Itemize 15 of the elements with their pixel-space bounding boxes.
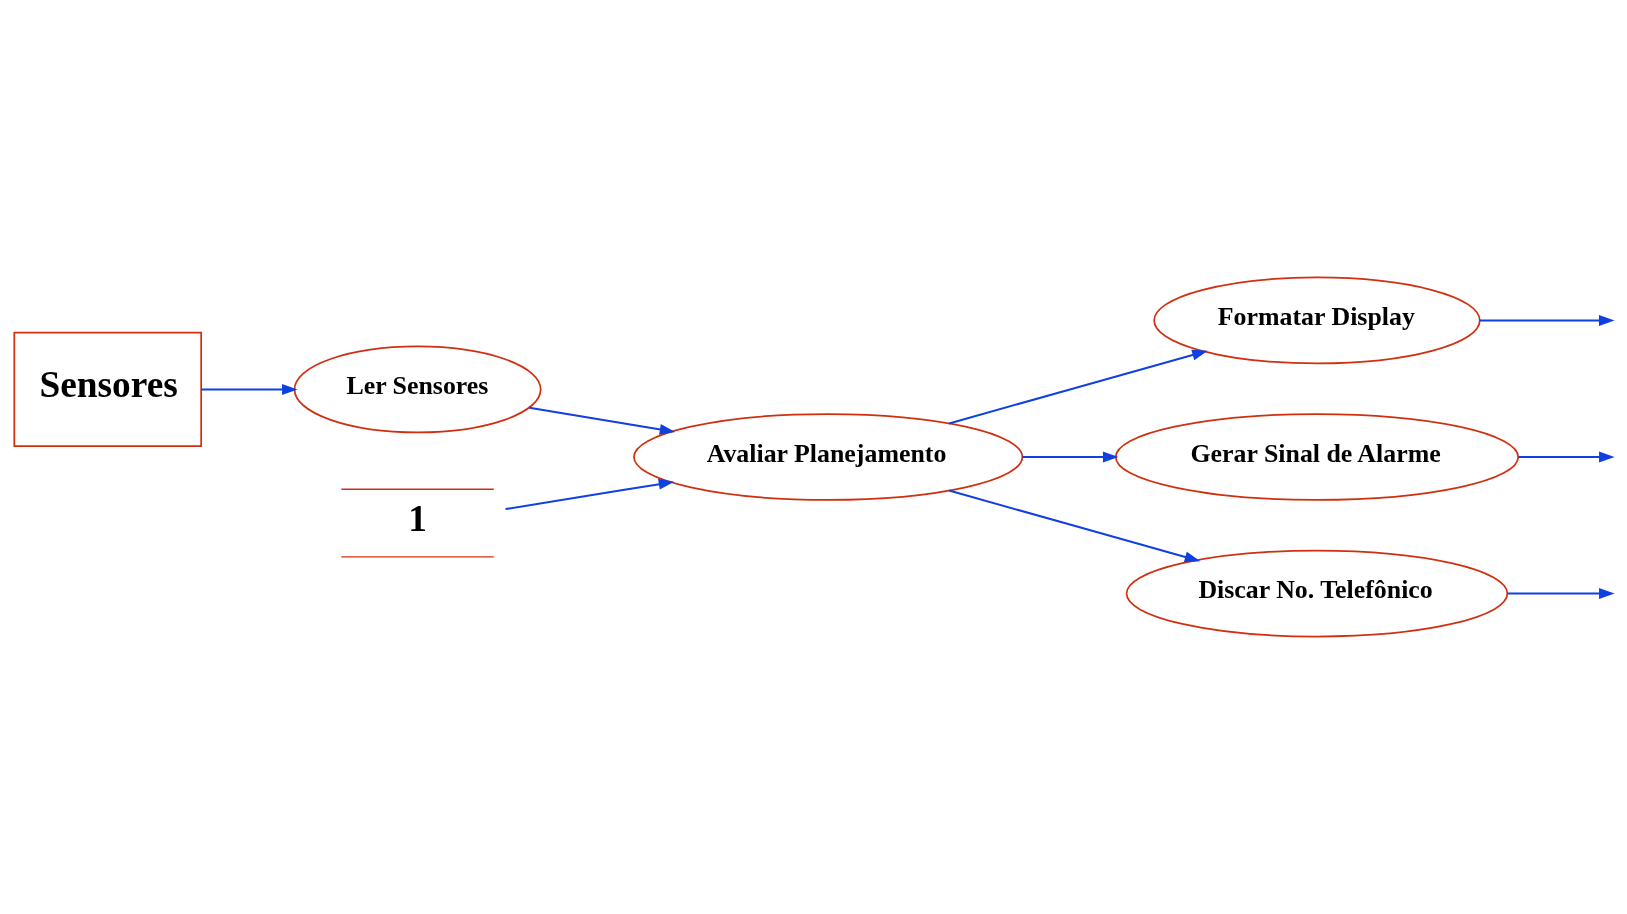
arrow bbox=[505, 478, 675, 511]
node-ellipse: Formatar Display bbox=[1153, 276, 1481, 365]
arrow bbox=[948, 349, 1208, 425]
arrow bbox=[948, 489, 1201, 563]
arrow bbox=[1479, 315, 1615, 326]
node-ellipse: Avaliar Planejamento bbox=[633, 413, 1024, 501]
arrow bbox=[1022, 451, 1119, 463]
arrow bbox=[529, 406, 676, 435]
arrow bbox=[201, 384, 298, 395]
node-box: Sensores bbox=[13, 331, 203, 448]
node-text: 1 bbox=[408, 498, 427, 540]
node-ellipse: Ler Sensores bbox=[293, 345, 542, 434]
arrow bbox=[1518, 451, 1615, 463]
arrow bbox=[1507, 588, 1615, 599]
node-ellipse: Gerar Sinal de Alarme bbox=[1114, 413, 1520, 501]
